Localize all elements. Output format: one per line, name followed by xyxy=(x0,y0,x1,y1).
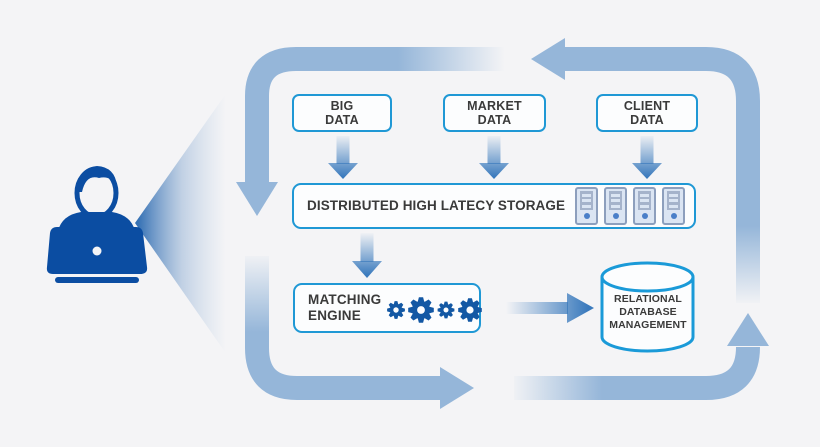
gear-icon-group xyxy=(387,297,483,323)
database-label-line3: MANAGEMENT xyxy=(609,319,687,332)
gear-hole xyxy=(393,307,400,313)
big-data-label-line1: BIG xyxy=(330,98,354,113)
gear-hole xyxy=(443,307,449,313)
client-data-box: CLIENT DATA xyxy=(596,94,698,132)
distributed-storage-box: DISTRIBUTED HIGH LATECY STORAGE xyxy=(292,183,696,229)
gear-hole xyxy=(466,306,474,314)
market-data-box: MARKET DATA xyxy=(443,94,546,132)
client-data-label-line1: CLIENT xyxy=(623,98,671,113)
gear-hole xyxy=(417,306,426,314)
matching-label-line1: MATCHING xyxy=(308,292,382,308)
data-beam xyxy=(135,95,225,352)
server-icon-group xyxy=(575,187,685,225)
storage-label: DISTRIBUTED HIGH LATECY STORAGE xyxy=(307,198,566,214)
matching-label-line2: ENGINE xyxy=(308,308,361,323)
client-data-label-line2: DATA xyxy=(630,113,664,127)
flow-arrow-storage-to-matching xyxy=(352,233,382,278)
market-data-label-line2: DATA xyxy=(477,113,512,127)
market-data-label-line1: MARKET xyxy=(467,98,522,113)
server-icon xyxy=(604,187,627,225)
server-icon xyxy=(575,187,598,225)
matching-engine-label: MATCHING ENGINE xyxy=(308,292,381,323)
database-label-line1: RELATIONAL xyxy=(614,293,682,305)
server-icon xyxy=(633,187,656,225)
user-with-laptop-icon xyxy=(46,166,148,283)
server-icon xyxy=(662,187,685,225)
flow-arrow-client-to-storage xyxy=(632,136,662,179)
cycle-arrow-top-left xyxy=(531,38,760,303)
flow-arrow-matching-to-database xyxy=(506,293,594,323)
matching-engine-box: MATCHING ENGINE xyxy=(293,283,483,333)
database-label: RELATIONAL DATABASE MANAGEMENT xyxy=(602,293,694,332)
flow-arrow-big-to-storage xyxy=(328,136,358,179)
big-data-box: BIG DATA xyxy=(292,94,392,132)
big-data-label-line2: DATA xyxy=(325,113,359,127)
flow-arrow-market-to-storage xyxy=(479,136,509,179)
database-label-line2: DATABASE xyxy=(619,306,677,319)
